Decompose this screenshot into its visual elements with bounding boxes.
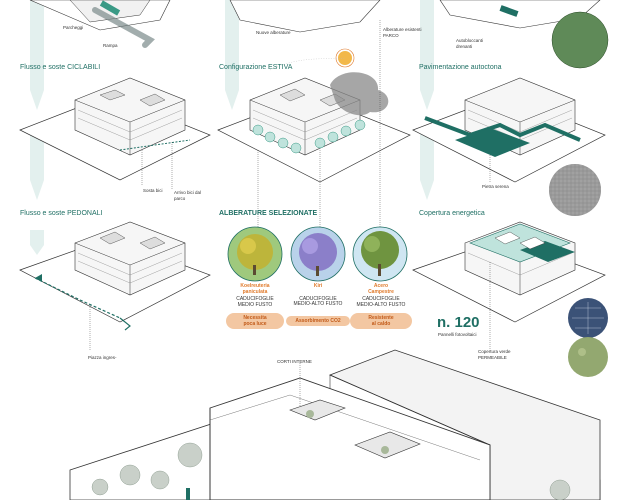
label-arrivo-bici: Arrivo bici dal parco xyxy=(174,190,202,201)
title-ciclabili: Flusso e soste CICLABILI xyxy=(20,64,101,71)
label-alberature-esistenti: Alberature esistenti PARCO xyxy=(383,27,422,38)
tree-badge: Resistente al caldo xyxy=(350,313,412,329)
title-pedonali: Flusso e soste PEDONALI xyxy=(20,210,103,217)
label-parcheggi: Parcheggi xyxy=(63,25,84,30)
tree-card-koelreuteria: Koelreuteria paniculata CADUCIFOGLIE MED… xyxy=(226,283,284,329)
title-alberature: ALBERATURE SELEZIONATE xyxy=(219,210,318,217)
tree-badge: Necessita poca luce xyxy=(226,313,284,329)
title-estiva: Configurazione ESTIVA xyxy=(219,64,293,71)
label-sosta-bici: Sosta bici xyxy=(143,188,163,193)
label-rampa: Rampa xyxy=(103,43,118,48)
label-corti-interne: CORTI INTERNE xyxy=(277,359,312,364)
label-piazza-ingresso: Piazza ingres- xyxy=(88,355,117,360)
title-energetica: Copertura energetica xyxy=(419,210,485,217)
panel-count-label: Pannelli fotovoltaici xyxy=(438,332,477,337)
tree-card-acero: Acero Campestre CADUCIFOGLIE MEDIO-ALTO … xyxy=(350,283,412,329)
label-autobloccanti: Autobloccanti drenanti xyxy=(456,38,484,49)
tree-type: CADUCIFOGLIE MEDIO-ALTO FUSTO xyxy=(356,296,406,308)
panel-count: n. 120 xyxy=(437,314,480,331)
tree-type: CADUCIFOGLIE MEDIO FUSTO xyxy=(236,296,274,308)
tree-card-kiri: Kiri CADUCIFOGLIE MEDIO-ALTO FUSTO Assor… xyxy=(286,283,350,326)
tree-name: Kiri xyxy=(313,283,323,289)
title-autoctona: Pavimentazione autoctona xyxy=(419,64,502,71)
label-pietra-serena: Pietra serena xyxy=(482,184,509,189)
label-copertura-verde: Copertura verde PERMEABILE xyxy=(478,349,511,360)
tree-name: Acero Campestre xyxy=(368,283,394,295)
label-nuove-alberature: Nuove alberature xyxy=(256,30,291,35)
tree-type: CADUCIFOGLIE MEDIO-ALTO FUSTO xyxy=(293,295,343,307)
tree-badge: Assorbimento CO2 xyxy=(286,315,350,326)
tree-name: Koelreuteria paniculata xyxy=(240,283,270,295)
